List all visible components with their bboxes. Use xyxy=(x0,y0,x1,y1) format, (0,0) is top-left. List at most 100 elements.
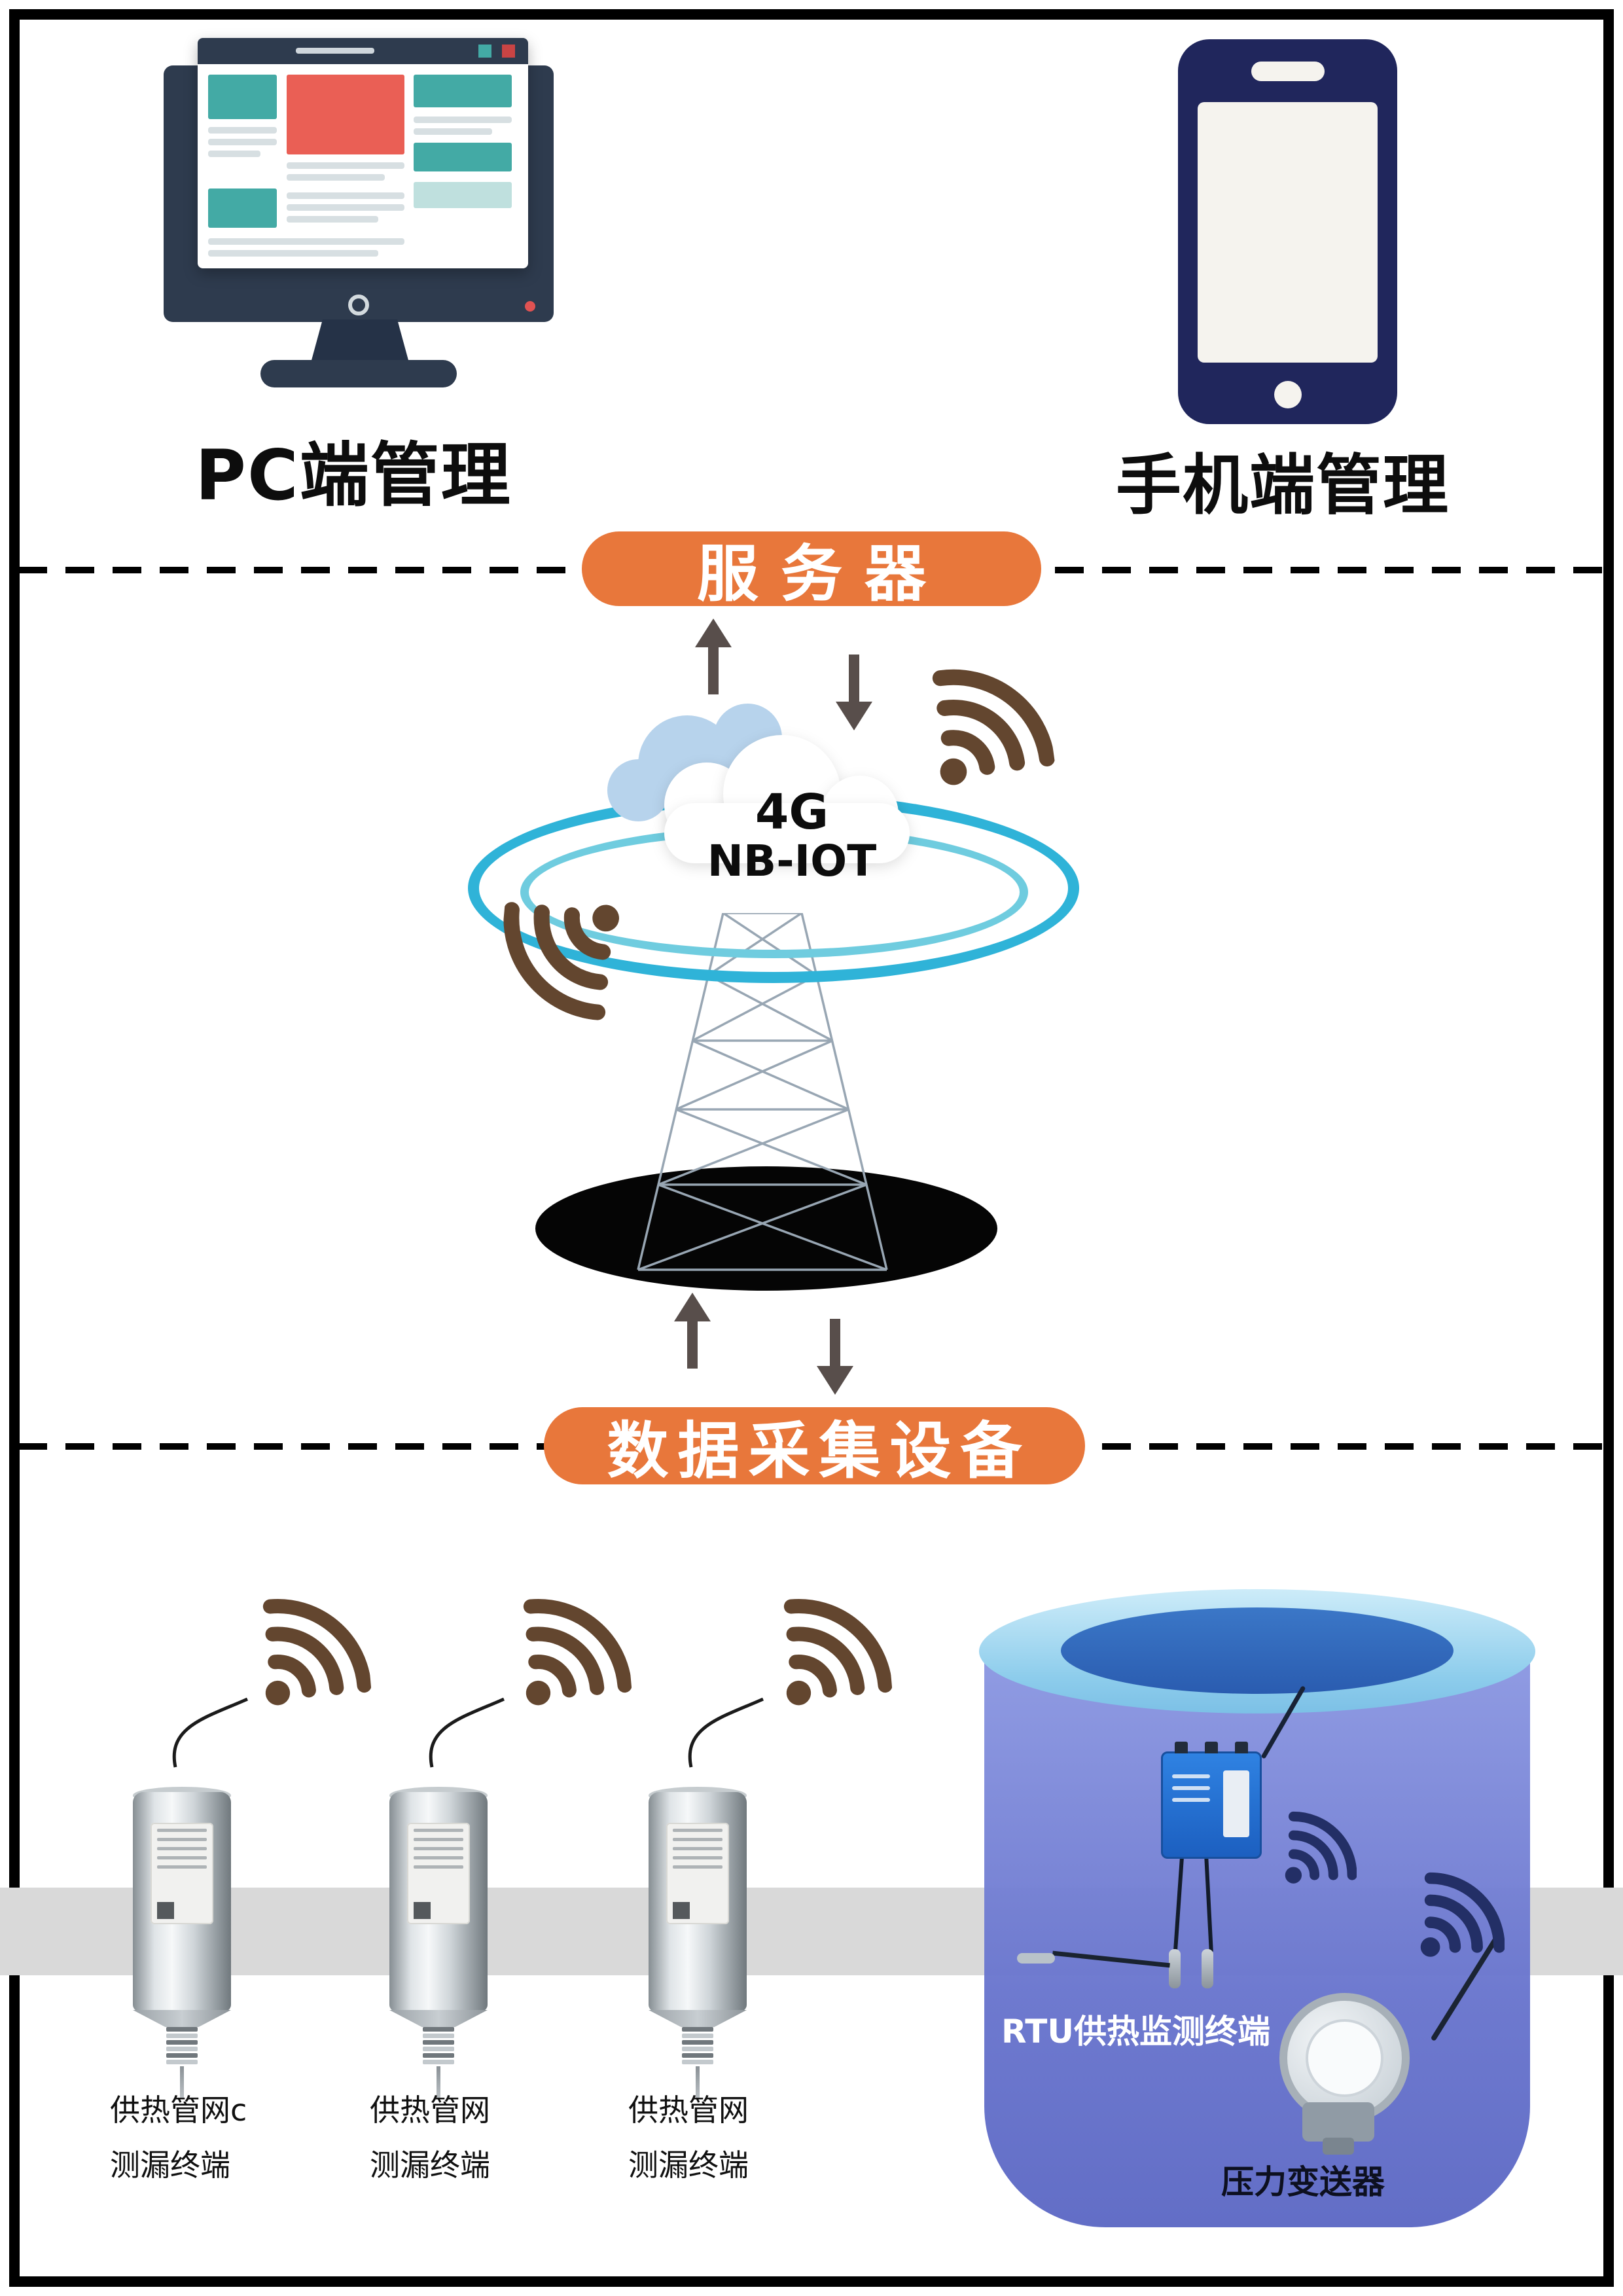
transmitter-body xyxy=(1302,2102,1374,2142)
window-close-icon xyxy=(502,45,515,58)
network-cloud-icon: 4G NB-IOT xyxy=(602,704,955,906)
window-minimize-icon xyxy=(478,45,491,58)
sensor-threads xyxy=(682,2027,713,2066)
content-line xyxy=(287,204,404,211)
pressure-transmitter-device xyxy=(1266,1931,1499,2155)
wifi-icon xyxy=(251,1585,373,1719)
wifi-icon xyxy=(919,652,1058,798)
content-block-light xyxy=(414,182,512,208)
cloud-4g-label: 4G xyxy=(755,784,829,840)
sensor-threads xyxy=(166,2027,198,2066)
phone-speaker xyxy=(1251,62,1325,81)
arrow-up-icon xyxy=(674,1293,711,1369)
rtu-text-line xyxy=(1172,1786,1210,1790)
cloud-nbiot-label: NB-IOT xyxy=(707,835,877,886)
content-line xyxy=(287,192,404,199)
qr-code xyxy=(414,1902,431,1919)
transmitter-stem xyxy=(1323,2138,1354,2155)
content-line xyxy=(287,162,404,169)
browser-title-placeholder xyxy=(296,48,374,54)
desktop-computer-icon xyxy=(164,38,563,398)
sensor-caption-line: 供热管网 xyxy=(628,2092,749,2128)
rtu-label-strip xyxy=(1223,1770,1249,1837)
rtu-probe xyxy=(1202,1949,1213,1988)
rtu-terminal-label: RTU供热监测终端 xyxy=(1001,2013,1270,2051)
rtu-text-line xyxy=(1172,1774,1210,1778)
sensor-label-panel xyxy=(407,1823,470,1924)
content-line xyxy=(208,127,277,134)
arrow-up-icon xyxy=(695,619,732,694)
sensor-probe-needle xyxy=(696,2066,700,2098)
content-block-teal xyxy=(208,75,277,119)
sensor-probe-needle xyxy=(437,2066,440,2098)
network-type-text: 4G NB-IOT xyxy=(674,787,910,884)
server-banner: 服务器 xyxy=(582,531,1041,610)
cloud-puff xyxy=(607,759,669,821)
qr-code xyxy=(157,1902,174,1919)
data-collection-banner: 数据采集设备 xyxy=(544,1407,1085,1487)
content-line xyxy=(208,139,277,145)
content-line xyxy=(287,216,378,223)
rtu-connector xyxy=(1235,1742,1248,1753)
sensor-caption-line: 供热管网c xyxy=(110,2092,247,2128)
content-block-coral xyxy=(287,75,404,154)
content-line xyxy=(208,151,260,157)
sensor-caption-line: 供热管网 xyxy=(370,2092,490,2128)
sensor-cone xyxy=(133,2010,231,2027)
smartphone-icon xyxy=(1178,39,1397,424)
well-body xyxy=(984,1651,1530,2227)
wifi-icon xyxy=(1281,1809,1357,1890)
cloud-base xyxy=(664,803,910,863)
sensor-antenna-wire xyxy=(662,1694,773,1772)
content-line xyxy=(287,174,385,181)
content-line xyxy=(208,250,378,257)
sensor-cone xyxy=(649,2010,747,2027)
rtu-connector xyxy=(1175,1742,1188,1753)
sensor-threads xyxy=(423,2027,454,2066)
content-line xyxy=(208,238,404,245)
rtu-text-line xyxy=(1172,1798,1210,1802)
leak-sensor-device xyxy=(110,1697,254,2108)
qr-code xyxy=(673,1902,690,1919)
content-block-teal xyxy=(208,188,277,228)
leak-sensor-device xyxy=(626,1697,770,2108)
phone-home-button xyxy=(1274,381,1302,408)
wifi-icon xyxy=(512,1585,633,1719)
sensor-label-panel xyxy=(666,1823,729,1924)
wifi-icon xyxy=(772,1585,894,1719)
leak-sensor-device xyxy=(366,1697,510,2108)
heating-well-illustration: RTU供热监测终端 压力变送器 xyxy=(979,1589,1535,2234)
sensor-caption-line: 测漏终端 xyxy=(110,2147,230,2183)
mobile-management-label: 手机端管理 xyxy=(1116,447,1450,524)
sensor-caption-line: 测漏终端 xyxy=(628,2147,749,2183)
sensor-label-panel xyxy=(151,1823,213,1924)
sensor-antenna-wire xyxy=(402,1694,514,1772)
transmitter-dial xyxy=(1306,2019,1383,2097)
browser-title-bar xyxy=(198,38,528,64)
content-line xyxy=(414,128,492,135)
monitor-stand-neck xyxy=(311,319,409,363)
content-block-teal xyxy=(414,75,512,107)
content-block-teal xyxy=(414,143,512,171)
arrow-down-icon xyxy=(836,655,872,730)
pc-management-label: PC端管理 xyxy=(195,435,512,516)
rtu-horizontal-probe-tip xyxy=(1017,1953,1055,1964)
rtu-connector xyxy=(1205,1742,1218,1753)
monitor-stand-base xyxy=(260,360,457,387)
well-mouth-hole xyxy=(1061,1607,1454,1694)
browser-window-illustration xyxy=(198,38,528,268)
rtu-terminal-device xyxy=(1161,1742,1262,1859)
content-line xyxy=(414,117,512,123)
sensor-cone xyxy=(389,2010,488,2027)
monitor-logo-ring xyxy=(348,295,369,315)
sensor-probe-needle xyxy=(180,2066,184,2098)
pressure-transmitter-label: 压力变送器 xyxy=(1221,2163,1385,2201)
monitor-power-dot xyxy=(525,301,535,312)
phone-screen xyxy=(1198,102,1378,363)
browser-content-mock xyxy=(198,64,528,268)
wifi-icon xyxy=(495,885,628,1026)
rtu-probe xyxy=(1169,1949,1181,1988)
sensor-antenna-wire xyxy=(146,1694,257,1772)
arrow-down-icon xyxy=(817,1319,853,1395)
